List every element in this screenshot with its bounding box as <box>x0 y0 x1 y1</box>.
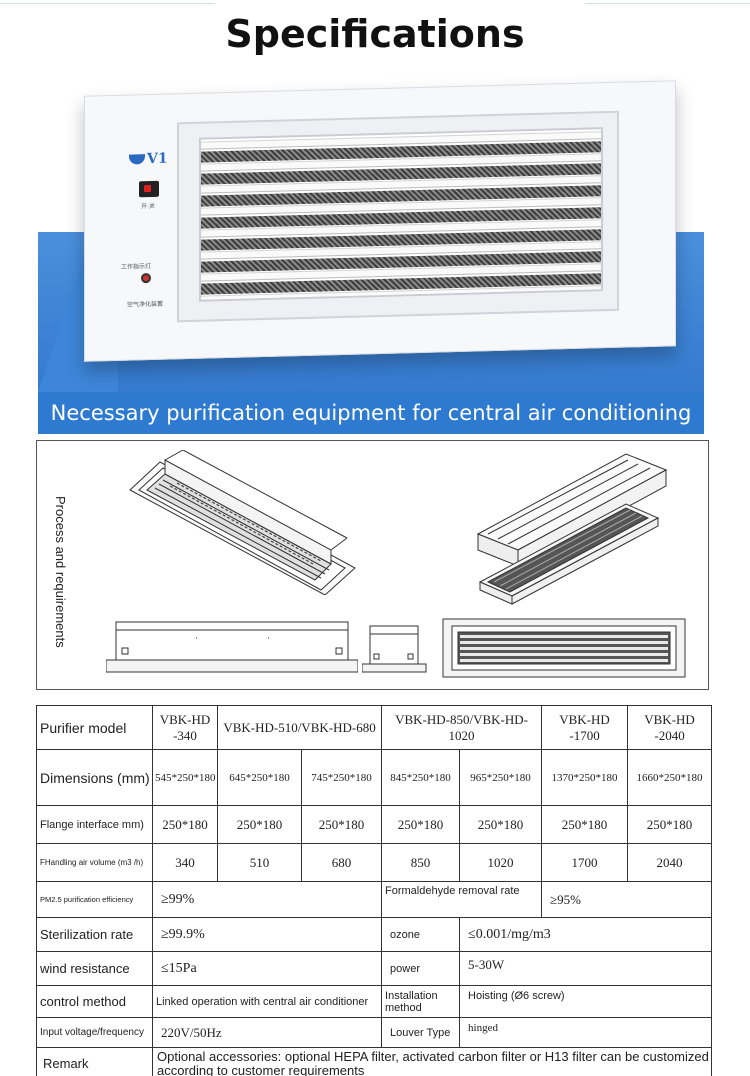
power-value: 5-30W <box>459 951 713 986</box>
switch-label: 开·关 <box>141 203 155 211</box>
air-volume-cell: 340 <box>152 843 218 882</box>
flange-cell: 250*180 <box>541 805 629 844</box>
air-volume-cell: 2040 <box>627 843 713 882</box>
model-cell: VBK-HD -340 <box>152 705 218 750</box>
formaldehyde-label: Formaldehyde removal rate <box>381 881 543 918</box>
dimension-cell: 1660*250*180 <box>627 749 713 806</box>
end-elevation-drawing <box>362 625 427 673</box>
page-title: Specifications <box>225 12 525 56</box>
front-louver-drawing <box>442 618 686 678</box>
table-row: Input voltage/frequency 220V/50Hz Louver… <box>36 1017 713 1048</box>
table-row: PM2.5 purification efficiency ≥99% Forma… <box>36 881 713 918</box>
sterilization-label: Sterilization rate <box>36 917 153 952</box>
table-row: Purifier model VBK-HD -340 VBK-HD-510/VB… <box>36 705 713 750</box>
indicator-light-icon <box>141 272 151 284</box>
installation-label: Installation method <box>381 985 461 1018</box>
dimension-cell: 965*250*180 <box>459 749 543 806</box>
model-label: Purifier model <box>36 705 153 750</box>
flange-cell: 250*180 <box>300 805 383 844</box>
flange-cell: 250*180 <box>217 805 302 844</box>
dimensions-label: Dimensions (mm) <box>36 749 153 806</box>
control-method-label: control method <box>36 985 153 1018</box>
installation-value: Hoisting (Ø6 screw) <box>459 985 713 1018</box>
flange-label: Flange interface mm) <box>36 805 153 844</box>
ozone-label: ozone <box>381 917 461 952</box>
model-cell: VBK-HD -1700 <box>541 705 629 750</box>
table-row: Flange interface mm) 250*180 250*180 250… <box>36 805 713 844</box>
brand-logo: V1 <box>129 151 168 168</box>
air-volume-cell: 510 <box>217 843 302 882</box>
air-volume-cell: 1700 <box>541 843 629 882</box>
isometric-drawing-right <box>476 453 668 605</box>
table-row: FHandling air volume (m3 /h) 340 510 680… <box>36 843 713 882</box>
flange-cell: 250*180 <box>459 805 543 844</box>
power-label: power <box>381 951 461 986</box>
device-label: 空气净化装置 <box>127 301 164 309</box>
wind-resistance-value: ≤15Pa <box>151 951 383 986</box>
power-switch-icon <box>139 180 159 198</box>
wind-resistance-label: wind resistance <box>36 951 153 986</box>
formaldehyde-value: ≥95% <box>541 881 713 918</box>
flange-cell: 250*180 <box>381 805 461 844</box>
louver-type-label: Louver Type <box>381 1017 461 1048</box>
model-cell: VBK-HD-850/VBK-HD-1020 <box>381 705 543 750</box>
table-row: wind resistance ≤15Pa power 5-30W <box>36 951 713 986</box>
louver-type-value: hinged <box>459 1017 713 1048</box>
table-row: Remark Optional accessories: optional HE… <box>36 1047 713 1076</box>
remark-value: Optional accessories: optional HEPA filt… <box>151 1047 713 1076</box>
logo-mark-icon <box>129 154 145 165</box>
specifications-table: Purifier model VBK-HD -340 VBK-HD-510/VB… <box>36 705 713 1076</box>
top-divider-left <box>0 3 215 4</box>
flange-cell: 250*180 <box>152 805 218 844</box>
dimension-cell: 645*250*180 <box>217 749 302 806</box>
remark-label: Remark <box>36 1047 153 1076</box>
voltage-value: 220V/50Hz <box>151 1017 383 1048</box>
banner: Necessary purification equipment for cen… <box>38 392 704 434</box>
louver-grille <box>199 127 603 302</box>
model-cell: VBK-HD-510/VBK-HD-680 <box>216 705 383 750</box>
pm25-label: PM2.5 purification efficiency <box>36 881 153 918</box>
model-cell: VBK-HD -2040 <box>627 705 713 750</box>
purifier-device-image: V1 开·关 工作指示灯 空气净化装置 <box>84 80 676 362</box>
indicator-label: 工作指示灯 <box>121 263 152 271</box>
flange-cell: 250*180 <box>627 805 713 844</box>
dimension-cell: 745*250*180 <box>300 749 383 806</box>
table-row: Sterilization rate ≥99.9% ozone ≤0.001/m… <box>36 917 713 952</box>
top-divider-right <box>585 3 750 4</box>
louver-frame <box>177 110 619 323</box>
table-row: Dimensions (mm) 545*250*180 645*250*180 … <box>36 749 713 806</box>
control-method-value: Linked operation with central air condit… <box>151 985 383 1018</box>
table-row: control method Linked operation with cen… <box>36 985 713 1018</box>
air-volume-cell: 850 <box>381 843 461 882</box>
air-volume-cell: 680 <box>300 843 383 882</box>
sterilization-value: ≥99.9% <box>151 917 383 952</box>
dimension-cell: 1370*250*180 <box>541 749 629 806</box>
side-elevation-drawing <box>106 621 358 673</box>
pm25-value: ≥99% <box>151 881 383 918</box>
side-caption: Process and requirements <box>53 496 68 648</box>
isometric-drawing-left <box>129 450 356 595</box>
air-volume-cell: 1020 <box>459 843 543 882</box>
ozone-value: ≤0.001/mg/m3 <box>459 917 713 952</box>
dimension-cell: 545*250*180 <box>152 749 218 806</box>
dimension-cell: 845*250*180 <box>381 749 461 806</box>
voltage-label: Input voltage/frequency <box>36 1017 153 1048</box>
air-volume-label: FHandling air volume (m3 /h) <box>36 843 153 882</box>
